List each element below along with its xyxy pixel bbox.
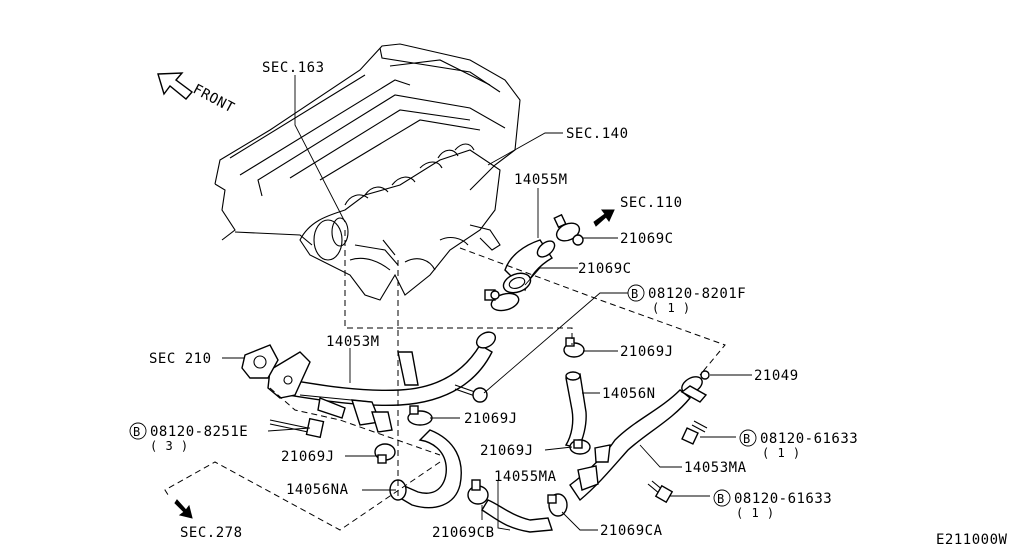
front-arrow-icon: [157, 72, 194, 100]
label-14055m: 14055M: [514, 172, 568, 188]
pipe-14053ma: [569, 389, 691, 502]
label-21049: 21049: [754, 368, 799, 384]
bolt-08120-8201f: [454, 384, 488, 403]
sec278-arrow-icon: [174, 499, 193, 519]
bolt-08120-8251e: [269, 417, 325, 439]
label-21069ca: 21069CA: [600, 523, 663, 539]
clamp-21069j-left: [374, 443, 396, 464]
fitting-21049: [680, 370, 710, 403]
bolt-marker-icon: B: [627, 284, 645, 302]
label-bolt-08120-61633-b: 08120-61633: [734, 491, 832, 507]
label-21069cb: 21069CB: [432, 525, 495, 541]
label-front: FRONT: [190, 81, 237, 116]
label-bolt-08120-8251e: 08120-8251E: [150, 424, 248, 440]
hose-14055ma: [481, 499, 553, 533]
clamp-21069j-lower: [569, 439, 591, 455]
label-21069c-mid: 21069C: [578, 261, 632, 277]
pipe-14053m: [267, 331, 497, 433]
svg-text:B: B: [631, 287, 639, 301]
label-14053m: 14053M: [326, 334, 380, 350]
label-21069j-left: 21069J: [281, 449, 335, 465]
label-sec210: SEC 210: [149, 351, 212, 367]
clamp-21069c-mid: [484, 289, 520, 312]
dashed-reference-lines: [164, 230, 726, 531]
label-sec110: SEC.110: [620, 195, 683, 211]
label-bolt-08120-8201f: 08120-8201F: [648, 286, 746, 302]
label-bolt-08120-61633-a: 08120-61633: [760, 431, 858, 447]
clamp-21069ca: [547, 493, 568, 517]
label-21069j-right: 21069J: [620, 344, 674, 360]
clamp-21069j-right: [563, 337, 585, 358]
bolt-marker-icon: B: [129, 422, 147, 440]
bolt-marker-icon: B: [739, 429, 757, 447]
hose-14055m: [502, 239, 556, 294]
label-14056na: 14056NA: [286, 482, 349, 498]
gasket-sec210: [241, 344, 279, 379]
bolt-08120-61633-a: [681, 420, 708, 445]
label-bolt-08120-8201f-qty: ( 1 ): [652, 301, 691, 315]
engine-cylinder-head: [214, 43, 521, 246]
label-21069j-lower: 21069J: [480, 443, 534, 459]
label-bolt-08120-61633-b-qty: ( 1 ): [736, 506, 775, 520]
label-bolt-08120-61633-a-qty: ( 1 ): [762, 446, 801, 460]
svg-text:B: B: [133, 425, 141, 439]
label-21069j-center: 21069J: [464, 411, 518, 427]
label-14055ma: 14055MA: [494, 469, 557, 485]
label-14053ma: 14053MA: [684, 460, 747, 476]
clamp-21069cb: [467, 479, 489, 505]
clamp-21069c-top: [553, 213, 584, 246]
label-sec278: SEC.278: [180, 525, 243, 541]
intake-manifold: [299, 143, 501, 301]
label-bolt-08120-8251e-qty: ( 3 ): [150, 439, 189, 453]
diagram-code: E211000W: [936, 532, 1008, 548]
clamp-21069j-center: [407, 405, 433, 426]
bolt-08120-61633-b: [647, 480, 674, 504]
bolt-marker-icon: B: [713, 489, 731, 507]
label-sec140: SEC.140: [566, 126, 629, 142]
hose-14056n: [564, 371, 587, 449]
leader-lines: [222, 75, 752, 531]
sec110-arrow-icon: [593, 209, 615, 227]
label-14056n: 14056N: [602, 386, 656, 402]
label-21069c-top: 21069C: [620, 231, 674, 247]
label-sec163: SEC.163: [262, 60, 325, 76]
svg-text:B: B: [743, 432, 751, 446]
svg-text:B: B: [717, 492, 725, 506]
